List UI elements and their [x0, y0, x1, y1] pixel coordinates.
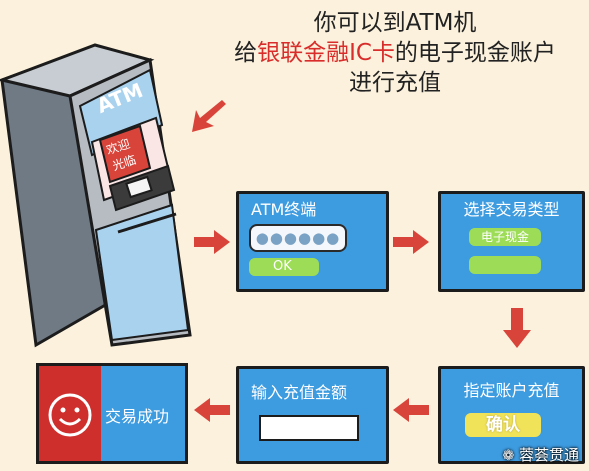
step-select-type: 选择交易类型 电子现金 — [438, 191, 585, 292]
ok-button-label: OK — [273, 259, 292, 274]
electronic-cash-option: 电子现金 — [469, 228, 541, 246]
blank-option — [469, 256, 541, 274]
smiley-icon — [48, 393, 92, 437]
title-line-2-prefix: 给 — [234, 40, 258, 66]
arrow-to-atm — [192, 100, 226, 132]
pin-entry-field: ●●●●●● — [249, 224, 347, 252]
confirm-button: 确认 — [465, 413, 541, 437]
success-label: 交易成功 — [105, 407, 170, 426]
pin-mask: ●●●●●● — [255, 229, 341, 247]
title-line-2: 给银联金融IC卡的电子现金账户 — [200, 38, 589, 68]
confirm-button-label: 确认 — [486, 415, 520, 435]
step-input-amount: 输入充值金额 — [236, 366, 389, 464]
title-highlight-card: 银联金融IC卡 — [257, 40, 395, 66]
step-atm-terminal-title: ATM终端 — [251, 200, 317, 219]
electronic-cash-label: 电子现金 — [480, 230, 529, 244]
wechat-icon: ❁ — [502, 448, 515, 464]
arrow-right-2 — [393, 230, 429, 254]
arrow-down — [503, 308, 531, 348]
arrow-left-2 — [194, 398, 230, 422]
ok-button: OK — [249, 258, 319, 276]
step-atm-terminal: ATM终端 ●●●●●● OK — [236, 191, 389, 292]
title-line-2-suffix: 的电子现金账户 — [394, 40, 556, 66]
step-designate-account: 指定账户充值 确认 — [438, 366, 585, 464]
title-line-1: 你可以到ATM机 — [313, 10, 477, 36]
atm-machine-illustration — [0, 43, 192, 348]
amount-input-box — [259, 415, 359, 441]
step-input-amount-title: 输入充值金额 — [251, 383, 348, 402]
title-line-3: 进行充值 — [349, 70, 441, 96]
watermark-text: 蓉荟贯通 — [518, 446, 579, 464]
watermark: ❁ 蓉荟贯通 — [502, 444, 579, 465]
step-designate-title: 指定账户充值 — [463, 381, 560, 400]
step-select-type-title: 选择交易类型 — [463, 200, 560, 219]
instruction-title: 你可以到ATM机 给银联金融IC卡的电子现金账户 进行充值 — [200, 8, 589, 98]
step-success: 交易成功 — [36, 363, 188, 464]
arrow-right-1 — [194, 230, 230, 254]
arrow-left-1 — [393, 398, 429, 422]
